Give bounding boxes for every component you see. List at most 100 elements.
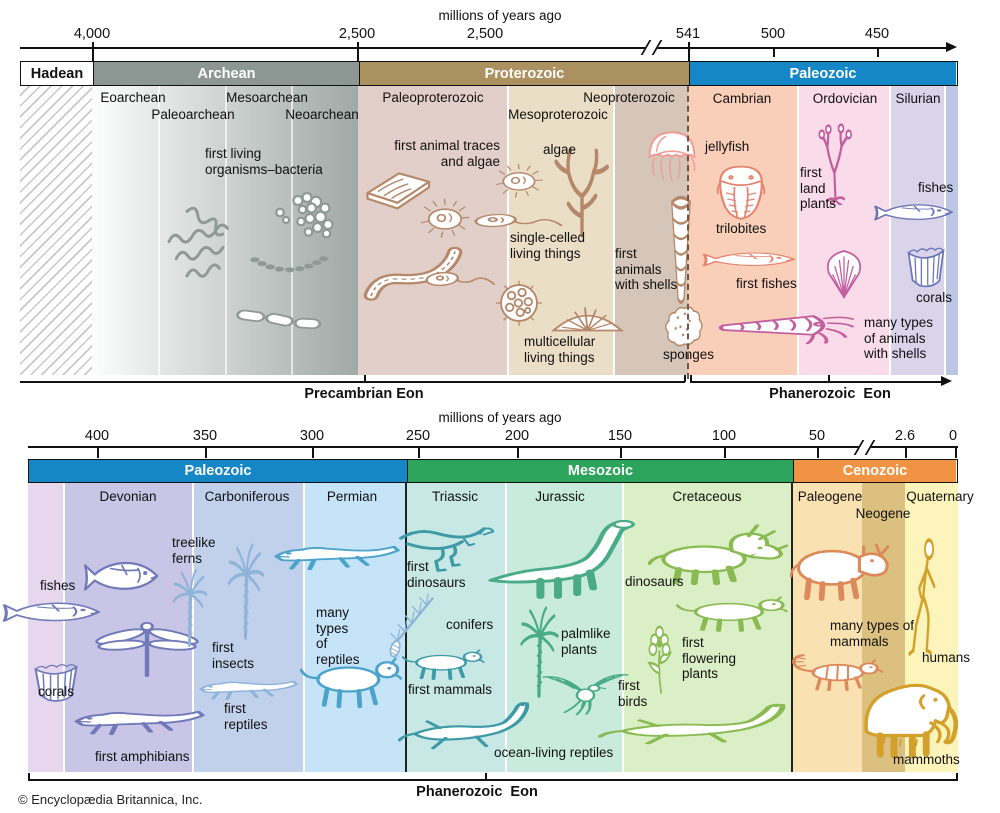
column-cretaceous — [623, 483, 792, 772]
period-label-jurassic: Jurassic — [535, 489, 585, 504]
column-divider — [158, 86, 160, 375]
column-divider — [889, 86, 891, 375]
note-many-shells: many types of animals with shells — [864, 315, 934, 362]
era-bar: Paleozoic Mesozoic Cenozoic — [28, 459, 958, 483]
precambrian-eon-label: Precambrian Eon — [304, 386, 424, 402]
phanerozoic-bracket-line — [690, 381, 942, 383]
period-label-ordovician: Ordovician — [812, 91, 878, 106]
note-single-celled: single-celled living things — [510, 230, 586, 261]
note-treelike-ferns: treelike ferns — [172, 535, 216, 566]
column-neoproterozoic — [614, 86, 688, 375]
column-divider — [291, 86, 293, 375]
note-first-dinosaurs: first dinosaurs — [407, 559, 466, 590]
note-first-shells: first animals with shells — [615, 246, 678, 293]
copyright-text: © Encyclopædia Britannica, Inc. — [18, 792, 203, 807]
top-tick-label: 500 — [760, 26, 786, 42]
note-palmlike-plants: palmlike plants — [561, 626, 611, 657]
top-tick-label: 2,500 — [466, 26, 504, 42]
phanerozoic-eon-label-bottom: Phanerozoic Eon — [416, 784, 538, 800]
note-corals-top: corals — [916, 290, 953, 305]
axis-tick — [724, 446, 726, 458]
sub-era-label-neoproterozoic: Neoproterozoic — [583, 90, 675, 105]
note-mammoths: mammoths — [893, 752, 960, 767]
column-divider — [622, 483, 624, 772]
top-axis-title: millions of years ago — [438, 8, 562, 23]
column-devonian-edge — [945, 86, 958, 375]
note-many-reptiles: many types of reptiles — [316, 605, 360, 667]
bottom-tick-label: 200 — [504, 428, 530, 444]
note-many-mammals: many types of mammals — [830, 618, 915, 649]
top-tick-label: 541 — [675, 26, 701, 42]
axis-tick — [312, 446, 314, 458]
period-label-paleogene: Paleogene — [797, 489, 863, 504]
note-sponges: sponges — [663, 347, 715, 362]
note-dinosaurs: dinosaurs — [625, 574, 684, 589]
top-tick-label: 2,500 — [338, 26, 376, 42]
bottom-tick-label: 150 — [607, 428, 633, 444]
bracket-tick — [690, 375, 692, 382]
period-label-cretaceous: Cretaceous — [672, 489, 742, 504]
column-divider — [613, 86, 615, 375]
note-fishes-top: fishes — [918, 180, 954, 195]
bracket-tick — [28, 773, 30, 780]
axis-tick — [97, 446, 99, 458]
bottom-tick-label: 350 — [192, 428, 218, 444]
bottom-tick-label: 0 — [948, 428, 958, 444]
period-label-carboniferous: Carboniferous — [204, 489, 290, 504]
period-label-quaternary: Quaternary — [906, 489, 974, 504]
bracket-tick — [364, 375, 366, 382]
sub-era-label-paleoarchean: Paleoarchean — [151, 107, 235, 122]
axis-tick — [92, 42, 94, 61]
axis-tick — [205, 446, 207, 458]
era-boundary-line — [405, 483, 407, 772]
eon-cell-hadean: Hadean — [21, 62, 93, 85]
top-axis-line — [20, 47, 948, 49]
column-divider — [797, 86, 799, 375]
note-flowering-plants: first flowering plants — [682, 635, 737, 682]
era-cell-paleozoic: Paleozoic — [29, 460, 407, 482]
note-first-mammals: first mammals — [408, 682, 492, 697]
column-divider — [192, 483, 194, 772]
note-trilobites: trilobites — [716, 221, 767, 236]
bottom-tick-label: 2.6 — [894, 428, 916, 444]
axis-tick — [620, 446, 622, 458]
top-axis-arrow-icon — [946, 42, 957, 52]
period-label-permian: Permian — [326, 489, 378, 504]
sub-era-label-mesoproterozoic: Mesoproterozoic — [508, 107, 608, 122]
phanerozoic-eon-label-top: Phanerozoic Eon — [769, 386, 891, 402]
era-boundary-line — [791, 483, 793, 772]
bracket-tick — [828, 375, 830, 382]
era-cell-cenozoic: Cenozoic — [793, 460, 956, 482]
axis-tick — [517, 446, 519, 458]
eon-cell-paleozoic: Paleozoic — [689, 62, 956, 85]
eon-cell-proterozoic: Proterozoic — [359, 62, 689, 85]
note-first-birds: first birds — [618, 678, 648, 709]
precambrian-bracket-line — [20, 381, 685, 383]
axis-tick — [905, 446, 907, 458]
period-label-triassic: Triassic — [432, 489, 478, 504]
bottom-tick-label: 400 — [84, 428, 110, 444]
axis-tick — [877, 47, 879, 57]
top-tick-label: 450 — [864, 26, 890, 42]
note-algae: algae — [543, 142, 577, 157]
column-devonian — [64, 483, 193, 772]
phanerozoic-bracket-line-bottom — [28, 779, 958, 781]
era-cell-mesozoic: Mesozoic — [407, 460, 793, 482]
note-animal-traces: first animal traces and algae — [394, 138, 500, 169]
note-land-plants: first land plants — [800, 165, 837, 212]
axis-tick — [773, 47, 775, 57]
period-label-neogene: Neogene — [855, 506, 911, 521]
axis-tick — [688, 42, 690, 61]
column-paleogene — [792, 483, 862, 772]
column-divider — [505, 483, 507, 772]
note-fishes-bottom: fishes — [40, 578, 76, 593]
note-corals-bottom: corals — [38, 684, 75, 699]
column-divider — [944, 86, 946, 375]
note-humans: humans — [922, 650, 971, 665]
column-divider — [303, 483, 305, 772]
note-first-amphibians: first amphibians — [95, 749, 190, 764]
note-first-fishes: first fishes — [736, 276, 797, 291]
phanerozoic-arrow-icon — [941, 376, 952, 386]
sub-era-label-neoarchean: Neoarchean — [285, 107, 359, 122]
